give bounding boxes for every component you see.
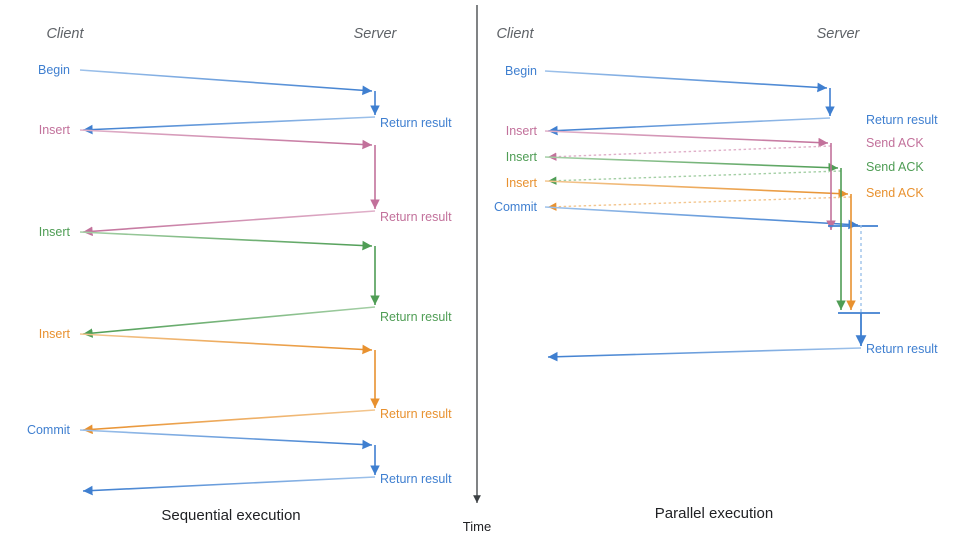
seq-response-insert-1 (82, 210, 376, 237)
parallel-server-work (826, 143, 880, 346)
seq-server-lane-title: Server (354, 26, 398, 42)
seq-client-label-insert-3: Insert (39, 327, 71, 341)
par-request-commit (544, 206, 859, 230)
parallel-panel-caption: Parallel execution (655, 505, 773, 522)
par-client-label-commit: Commit (494, 200, 538, 214)
par-client-label-insert-1: Insert (506, 124, 538, 138)
seq-client-label-commit: Commit (27, 423, 71, 437)
seq-server-label-return-4: Return result (380, 407, 452, 421)
seq-response-insert-3 (82, 409, 376, 435)
seq-server-label-return-2: Return result (380, 210, 452, 224)
par-response-begin (547, 117, 831, 136)
par-request-insert-1 (544, 130, 829, 148)
par-client-label-insert-3: Insert (506, 176, 538, 190)
par-client-lane-title: Client (496, 26, 534, 42)
seq-request-commit (79, 429, 373, 450)
seq-server-label-return-1: Return result (380, 116, 452, 130)
par-request-begin (544, 70, 828, 93)
par-server-label-return-begin: Return result (866, 113, 938, 127)
seq-response-begin (82, 116, 376, 135)
seq-client-lane-title: Client (46, 26, 84, 42)
parallel-messages (544, 70, 859, 230)
par-client-label-insert-2: Insert (506, 150, 538, 164)
par-server-label-ack-3: Send ACK (866, 186, 924, 200)
sequential-panel-caption: Sequential execution (161, 507, 300, 524)
par-server-lane-title: Server (817, 26, 861, 42)
par-request-insert-2 (544, 156, 839, 173)
par-server-label-ack-1: Send ACK (866, 136, 924, 150)
par-client-label-begin: Begin (505, 64, 537, 78)
sequential-messages (79, 69, 380, 496)
par-server-label-ack-2: Send ACK (866, 160, 924, 174)
par-ack-insert-3 (547, 196, 852, 211)
seq-server-label-return-3: Return result (380, 310, 452, 324)
seq-response-commit (82, 476, 376, 496)
seq-request-begin (79, 69, 373, 96)
seq-request-insert-1 (79, 129, 373, 150)
par-ack-insert-2 (547, 170, 842, 185)
par-final-response (547, 347, 862, 362)
par-ack-insert-1 (547, 145, 832, 161)
seq-client-label-insert-2: Insert (39, 225, 71, 239)
seq-request-insert-2 (79, 231, 373, 251)
par-server-label-return-final: Return result (866, 342, 938, 356)
seq-server-label-return-5: Return result (380, 472, 452, 486)
par-request-insert-3 (544, 180, 849, 199)
seq-request-insert-3 (79, 333, 373, 355)
seq-client-label-begin: Begin (38, 63, 70, 77)
seq-client-label-insert-1: Insert (39, 123, 71, 137)
time-axis-label: Time (463, 519, 491, 534)
seq-response-insert-2 (82, 306, 376, 338)
